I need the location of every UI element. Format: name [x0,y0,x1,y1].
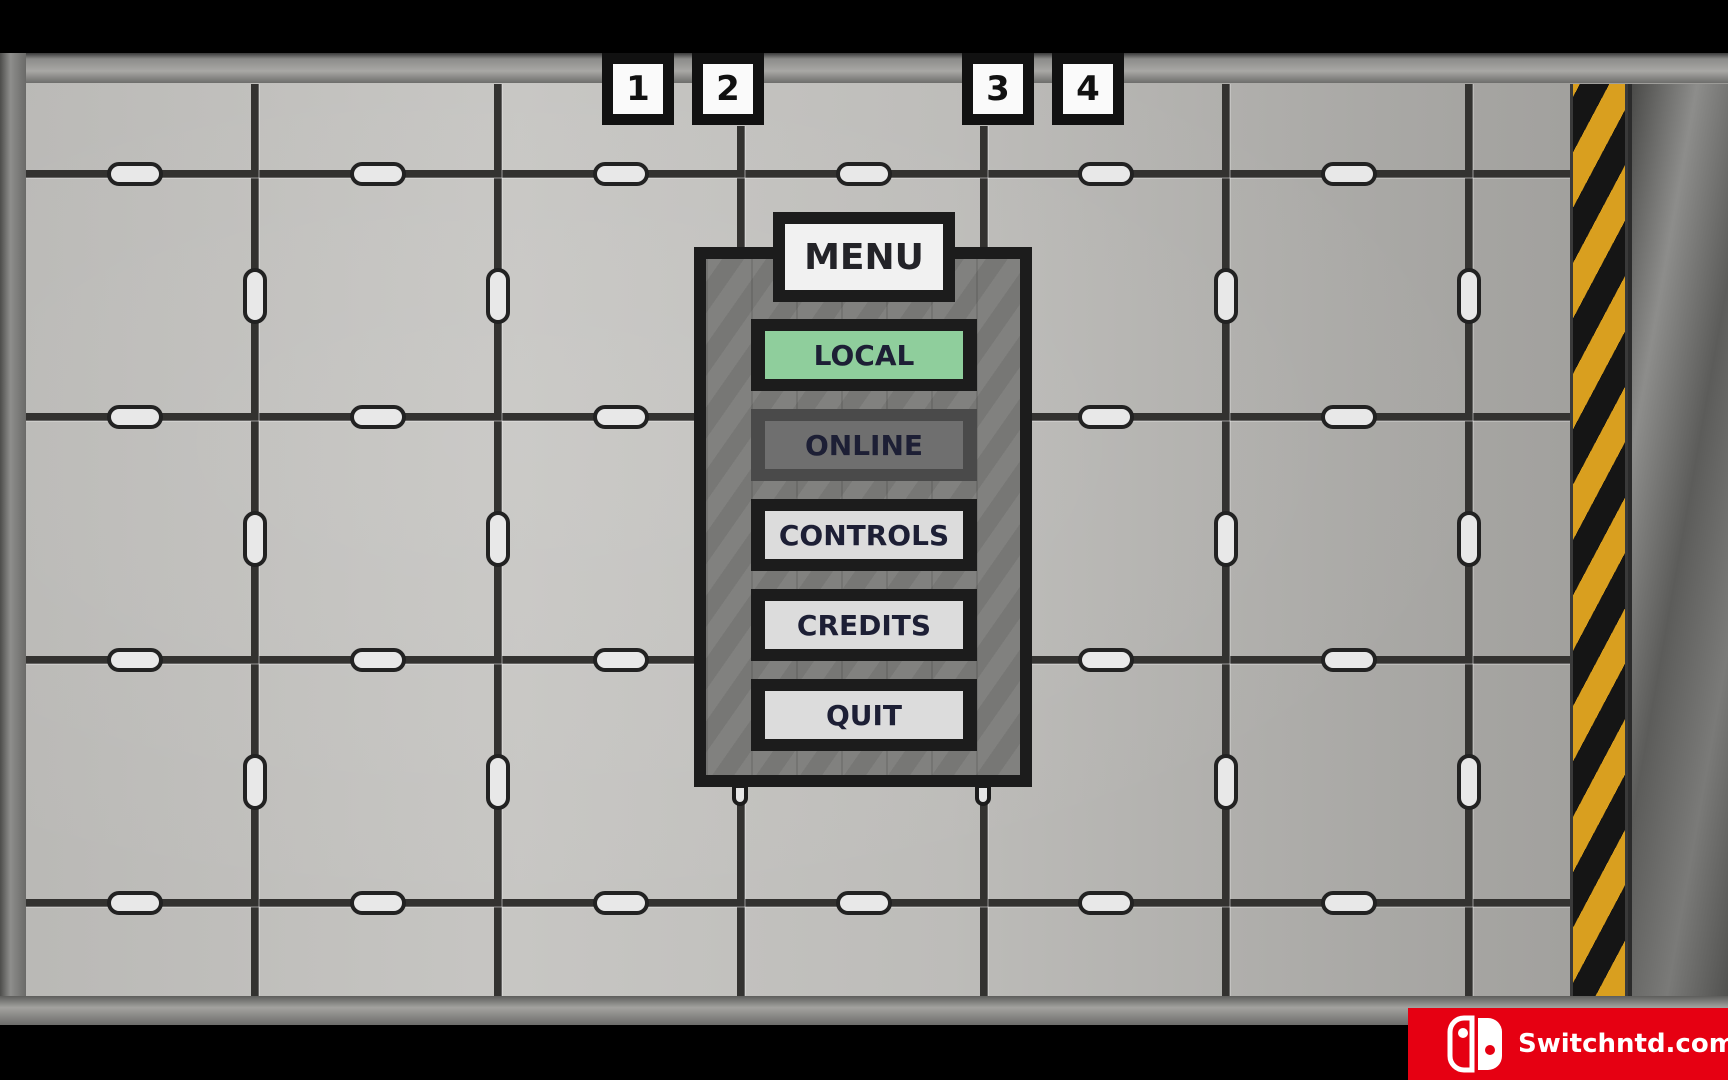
local-button-label: LOCAL [765,331,963,379]
watermark-text: Switchntd.com [1518,1029,1728,1059]
menu-title: MENU [785,224,943,290]
nintendo-switch-icon [1446,1014,1506,1074]
player-slot-1: 1 [602,53,674,125]
quit-button-label: QUIT [765,691,963,739]
watermark-banner: Switchntd.com [1408,1008,1728,1080]
player-slot-4: 4 [1052,53,1124,125]
player-slot-number: 3 [973,64,1023,114]
online-button-label: ONLINE [765,421,963,469]
player-slot-2: 2 [692,53,764,125]
floor-left-rim [0,53,26,1025]
player-slot-number: 1 [613,64,663,114]
local-button[interactable]: LOCAL [751,319,977,391]
panel-peg-right [975,784,991,806]
hazard-stripe-wall [1570,84,1628,996]
credits-button[interactable]: CREDITS [751,589,977,661]
menu-title-plate: MENU [773,212,955,302]
player-slot-number: 4 [1063,64,1113,114]
online-button[interactable]: ONLINE [751,409,977,481]
controls-button[interactable]: CONTROLS [751,499,977,571]
quit-button[interactable]: QUIT [751,679,977,751]
floor-top-rim [0,53,1728,83]
player-slot-3: 3 [962,53,1034,125]
panel-peg-left [732,784,748,806]
player-slot-number: 2 [703,64,753,114]
controls-button-label: CONTROLS [765,511,963,559]
credits-button-label: CREDITS [765,601,963,649]
side-metal-wall [1628,84,1728,996]
